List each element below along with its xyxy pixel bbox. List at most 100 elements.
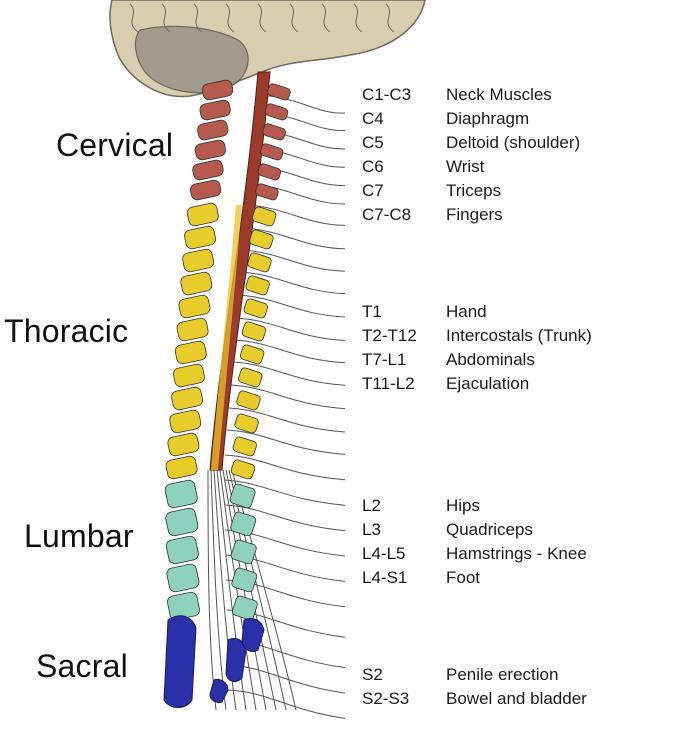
vertebra-process	[234, 413, 259, 434]
nerve-line	[241, 249, 346, 272]
vertebra-body	[171, 386, 204, 411]
vertebra-process	[236, 390, 261, 411]
segment-function: Foot	[446, 568, 481, 587]
nerve-line	[245, 204, 346, 226]
vertebra-process	[230, 511, 257, 537]
segment-level: C7-C8	[362, 205, 412, 224]
brain-fold	[129, 3, 139, 33]
nerve-line	[232, 361, 346, 386]
segment-level: C5	[362, 133, 384, 152]
segment-function: Wrist	[446, 157, 485, 176]
vertebra-process	[267, 83, 291, 101]
vertebra-body	[169, 409, 202, 434]
vertebra-body	[201, 79, 234, 101]
vertebra-process	[232, 436, 257, 457]
vertebra-body	[189, 179, 222, 201]
brain-fold	[257, 3, 267, 33]
segment-function: Intercostals (Trunk)	[446, 326, 592, 345]
brain-fold	[353, 3, 363, 33]
segment-function: Bowel and bladder	[446, 689, 587, 708]
segment-function: Penile erection	[446, 665, 559, 684]
spinal-cord-thoracic-tint	[211, 205, 242, 470]
segment-level: S2	[362, 665, 383, 684]
sacral-foramen-plate	[225, 637, 247, 682]
vertebra-body	[165, 535, 199, 565]
cauda-strand	[213, 469, 237, 711]
vertebra-body	[166, 563, 200, 593]
vertebra-body	[165, 507, 199, 537]
segment-level: C1-C3	[362, 85, 412, 104]
nerve-line	[224, 454, 346, 481]
vertebra-process	[245, 275, 270, 296]
vertebra-process	[240, 344, 265, 365]
vertebra-body	[178, 294, 211, 319]
brain-fold	[385, 3, 395, 33]
nerve-line	[228, 407, 346, 433]
vertebra-process	[249, 229, 274, 250]
nerve-line	[239, 271, 346, 295]
vertebra-body	[174, 340, 207, 365]
vertebra-process	[252, 206, 277, 227]
segment-function: Hand	[446, 302, 487, 321]
segment-level: C7	[362, 181, 384, 200]
vertebra-process	[247, 252, 272, 273]
segment-function: Triceps	[446, 181, 502, 200]
segment-function: Abdominals	[446, 350, 535, 369]
vertebra-process	[231, 595, 258, 621]
vertebra-body	[192, 159, 224, 181]
sacral-foramen-plate	[241, 617, 265, 653]
segment-function: Ejaculation	[446, 374, 530, 393]
brain-fold	[225, 3, 235, 33]
segment-function: Hips	[446, 496, 481, 515]
vertebra-process	[243, 298, 268, 319]
segment-level: T2-T12	[362, 326, 417, 345]
segment-level: L3	[362, 520, 381, 539]
cauda-strand	[210, 469, 227, 711]
segment-level: L4-S1	[362, 568, 408, 587]
segment-level: T1	[362, 302, 382, 321]
vertebra-process	[241, 321, 267, 342]
nerve-line	[228, 689, 346, 719]
vertebra-process	[230, 459, 256, 480]
nerve-line	[226, 429, 346, 455]
segment-function: Diaphragm	[446, 109, 530, 128]
segment-level: L2	[362, 496, 381, 515]
brain-fold	[193, 3, 203, 33]
nerve-line	[243, 227, 346, 250]
vertebra-process	[231, 567, 258, 593]
vertebra-body	[165, 455, 198, 480]
vertebra-body	[172, 363, 205, 388]
vertebra-body	[186, 202, 219, 227]
vertebra-body	[164, 479, 198, 509]
coccyx-shape	[209, 679, 229, 703]
vertebra-body	[194, 139, 226, 161]
nerve-line	[258, 94, 346, 114]
vertebra-body	[180, 271, 213, 296]
vertebra-body	[167, 432, 200, 457]
sacrum-shape	[163, 615, 197, 708]
segment-level: T11-L2	[362, 374, 415, 393]
vertebra-body	[184, 225, 216, 250]
region-label-lumbar: Lumbar	[24, 518, 134, 554]
nerve-line	[235, 317, 346, 341]
vertebra-process	[255, 183, 279, 201]
vertebra-process	[230, 539, 257, 565]
nerve-line	[230, 384, 346, 410]
segment-function: Hamstrings - Knee	[446, 544, 587, 563]
segment-level: C4	[362, 109, 384, 128]
vertebra-process	[262, 123, 286, 141]
vertebra-process	[257, 163, 282, 181]
segment-level: S2-S3	[362, 689, 410, 708]
vertebra-process	[238, 367, 263, 388]
vertebra-process	[229, 483, 256, 509]
segment-level: C6	[362, 157, 384, 176]
vertebra-process	[264, 103, 289, 121]
vertebra-body	[176, 317, 209, 342]
segment-function: Neck Muscles	[446, 85, 552, 104]
nerve-line	[224, 479, 346, 506]
segment-function: Deltoid (shoulder)	[446, 133, 581, 152]
nerve-line	[237, 294, 346, 318]
region-label-thoracic: Thoracic	[4, 313, 129, 349]
